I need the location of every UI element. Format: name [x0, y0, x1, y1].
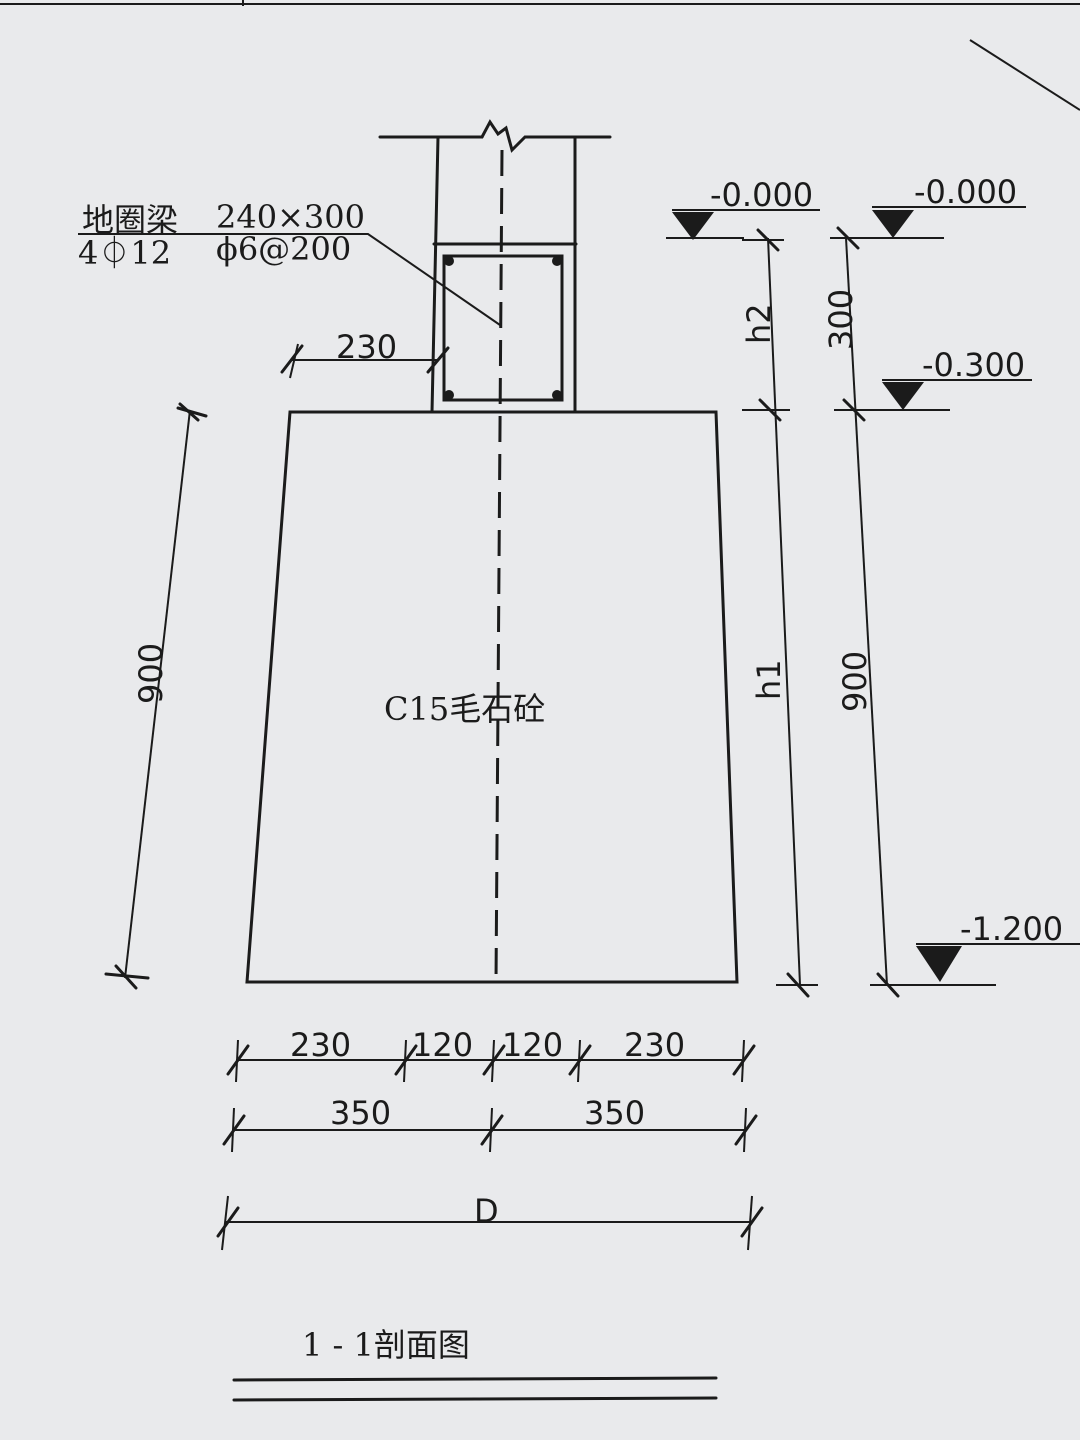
dim-right-chain — [830, 226, 996, 998]
dim-row2-label-2: 350 — [584, 1094, 645, 1132]
dim-bottom-row1 — [226, 1039, 756, 1083]
drawing-title: 1 - 1剖面图 — [302, 1326, 470, 1364]
title-underline-1 — [232, 1376, 718, 1382]
dim-row1-label-2: 120 — [412, 1026, 473, 1064]
elevation-bottom-label: -1.200 — [960, 910, 1063, 948]
dim-row1-label-4: 230 — [624, 1026, 685, 1064]
elevation-marker-right-top — [872, 206, 1026, 238]
dim-row1-label-3: 120 — [502, 1026, 563, 1064]
elevation-left-top-label: -0.000 — [710, 176, 813, 214]
title-underline-2 — [232, 1396, 718, 1402]
dim-bottom-row2 — [222, 1107, 758, 1153]
beam-main-rebar: 4⏀12 — [78, 234, 171, 272]
center-axis — [494, 149, 504, 983]
dim-h2-label: h2 — [740, 303, 778, 344]
ground-ring-beam — [432, 242, 578, 402]
material-label: C15毛石砼 — [384, 690, 545, 728]
rebar-dot — [444, 390, 454, 400]
elevation-mid-label: -0.300 — [922, 346, 1025, 384]
dim-right-300-label: 300 — [822, 289, 860, 350]
dim-bottom-total — [216, 1195, 764, 1251]
elevation-marker-mid — [882, 379, 1032, 410]
dim-row1-label-1: 230 — [290, 1026, 351, 1064]
elevation-marker-bottom — [916, 943, 1080, 982]
dim-left-height-label: 900 — [132, 643, 170, 704]
dim-row2-label-1: 350 — [330, 1094, 391, 1132]
dim-left-height — [104, 402, 208, 990]
elevation-right-top-label: -0.000 — [914, 173, 1017, 211]
dim-h1-label: h1 — [750, 659, 788, 700]
elevation-marker-left-top — [666, 209, 820, 240]
rebar-dot — [552, 256, 562, 266]
foundation-body — [245, 410, 739, 984]
dim-top-offset — [280, 343, 450, 379]
sheet-border-diagonal — [969, 39, 1080, 111]
dim-h-chain — [742, 228, 818, 998]
rebar-dot — [552, 390, 562, 400]
dim-right-900-label: 900 — [836, 651, 874, 712]
beam-stirrup: ϕ6@200 — [216, 230, 351, 268]
beam-size: 240×300 — [216, 198, 365, 236]
beam-name: 地圈梁 — [82, 201, 178, 239]
rebar-dot — [444, 256, 454, 266]
dim-top-offset-label: 230 — [336, 328, 397, 366]
beam-leader-line — [78, 233, 501, 326]
dim-total-label: D — [474, 1192, 499, 1230]
